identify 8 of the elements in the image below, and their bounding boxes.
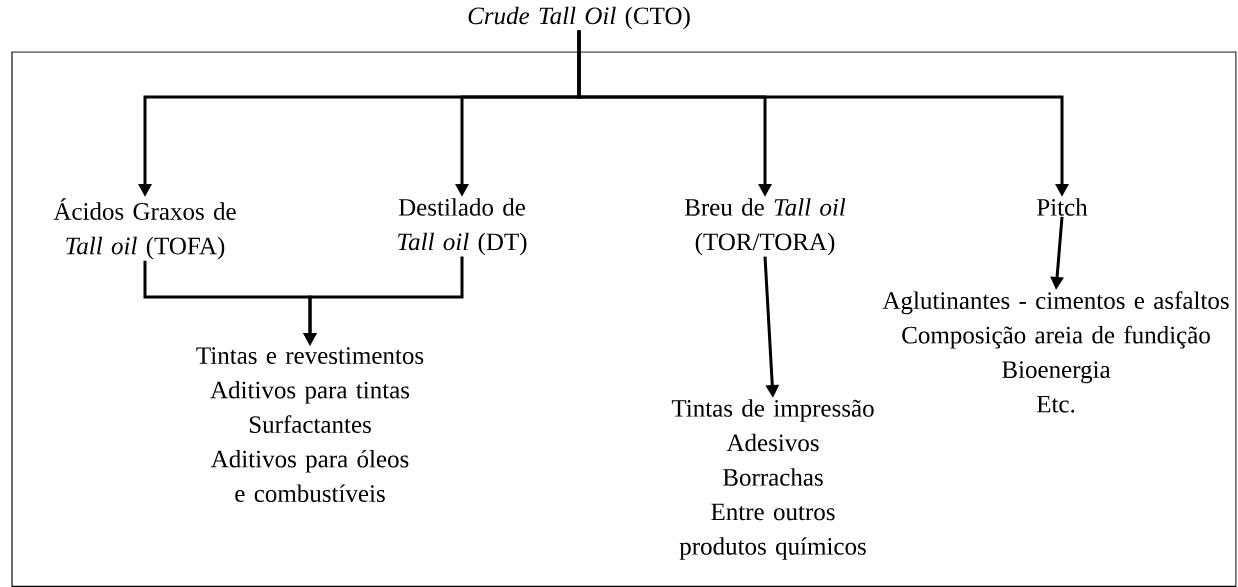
node-label: Ácidos Graxos de Tall oil (TOFA) xyxy=(53,198,236,260)
product-list: Tintas de impressão Adesivos Borrachas Entre outros produtos químicos xyxy=(671,399,874,560)
product-list: Tintas e revestimentos Aditivos para tintas Surfactantes Aditivos para óleos e combustíveis xyxy=(196,347,424,502)
node-label: Pitch xyxy=(1037,198,1088,216)
product-list: Aglutinantes - cimentos e asfaltos Composição areia de fundição Bioenergia Etc. xyxy=(882,291,1229,413)
root-label: Crude Tall Oil (CTO) xyxy=(468,6,690,30)
node-label: Breu de Tall oil (TOR/TORA) xyxy=(684,198,846,256)
node-label: Destilado de Tall oil (DT) xyxy=(398,198,527,256)
